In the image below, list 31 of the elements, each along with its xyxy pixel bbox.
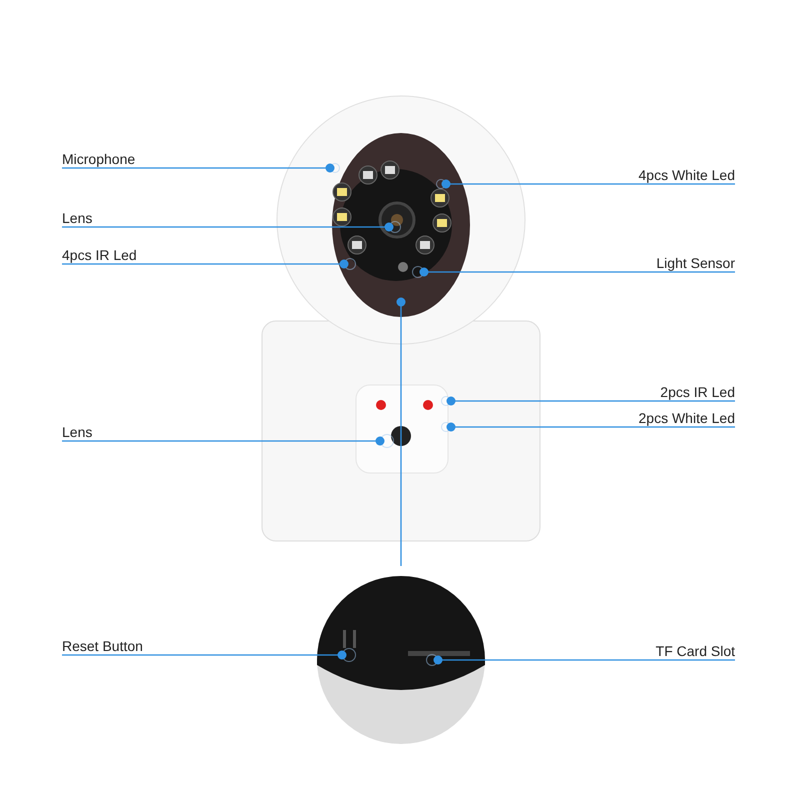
part-label: Lens bbox=[62, 423, 122, 441]
part-label: 4pcs White Led bbox=[600, 166, 735, 184]
light-sensor-marker bbox=[412, 266, 424, 278]
leader-line bbox=[420, 268, 735, 276]
leader-line bbox=[446, 422, 735, 432]
part-label: 4pcs IR Led bbox=[62, 246, 162, 264]
part-label: TF Card Slot bbox=[600, 642, 735, 660]
leader-line bbox=[62, 164, 334, 172]
leader-line bbox=[434, 656, 735, 664]
led-marker bbox=[436, 179, 446, 189]
lens-marker bbox=[389, 221, 401, 233]
part-label: 2pcs White Led bbox=[590, 409, 735, 427]
leader-line bbox=[442, 180, 735, 188]
reset-button bbox=[342, 648, 356, 662]
part-label: 2pcs IR Led bbox=[600, 383, 735, 401]
leader-line bbox=[62, 650, 346, 660]
microphone-hole bbox=[330, 163, 340, 173]
leader-line bbox=[62, 260, 348, 268]
part-label: Microphone bbox=[62, 150, 172, 168]
part-label: Light Sensor bbox=[600, 254, 735, 272]
part-label: Lens bbox=[62, 209, 122, 227]
part-label: Reset Button bbox=[62, 637, 182, 655]
led-marker bbox=[344, 258, 356, 270]
led-marker bbox=[441, 396, 451, 406]
leader-line bbox=[396, 298, 406, 566]
leader-line bbox=[62, 436, 384, 446]
leader-line bbox=[62, 222, 394, 232]
led-marker bbox=[441, 422, 451, 432]
card-slot-marker bbox=[426, 654, 438, 666]
leader-line bbox=[446, 396, 735, 406]
lens-marker bbox=[380, 434, 394, 448]
